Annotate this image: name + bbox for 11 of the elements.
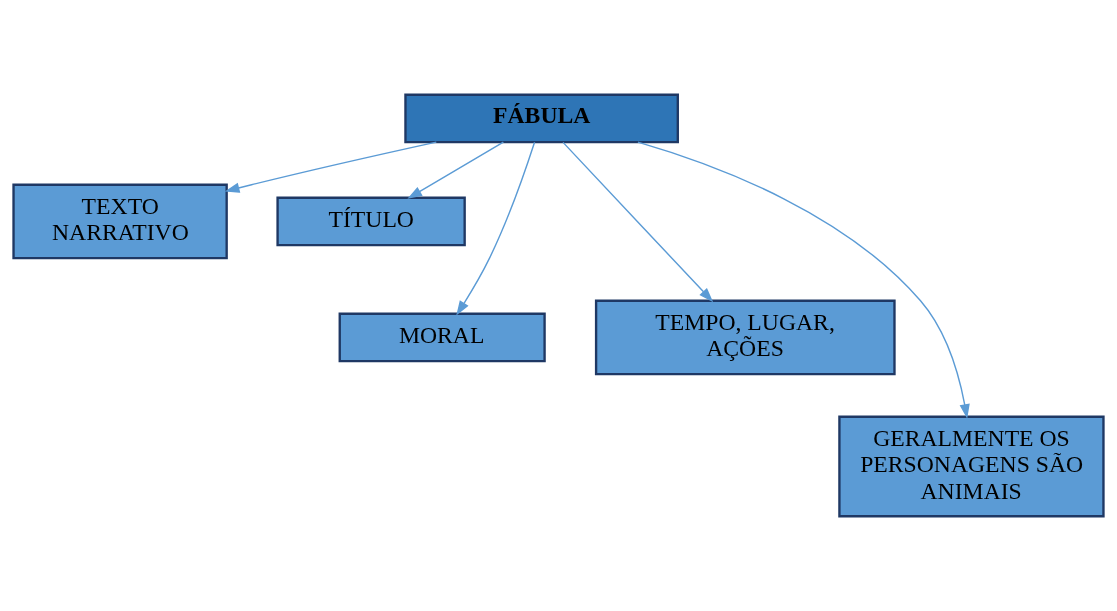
node-box: GERALMENTE OS PERSONAGENS SÃO ANIMAIS bbox=[838, 415, 1105, 518]
node-box: MORAL bbox=[338, 312, 546, 363]
node-box: TEXTO NARRATIVO bbox=[12, 183, 228, 260]
node-box: TEMPO, LUGAR, AÇÕES bbox=[594, 299, 896, 376]
arrow bbox=[407, 141, 505, 199]
arrow bbox=[562, 141, 714, 303]
node-box: TÍTULO bbox=[276, 196, 466, 247]
arrow bbox=[637, 141, 970, 419]
node-box: FÁBULA bbox=[404, 93, 679, 144]
arrow bbox=[456, 141, 536, 316]
arrow bbox=[224, 141, 437, 193]
